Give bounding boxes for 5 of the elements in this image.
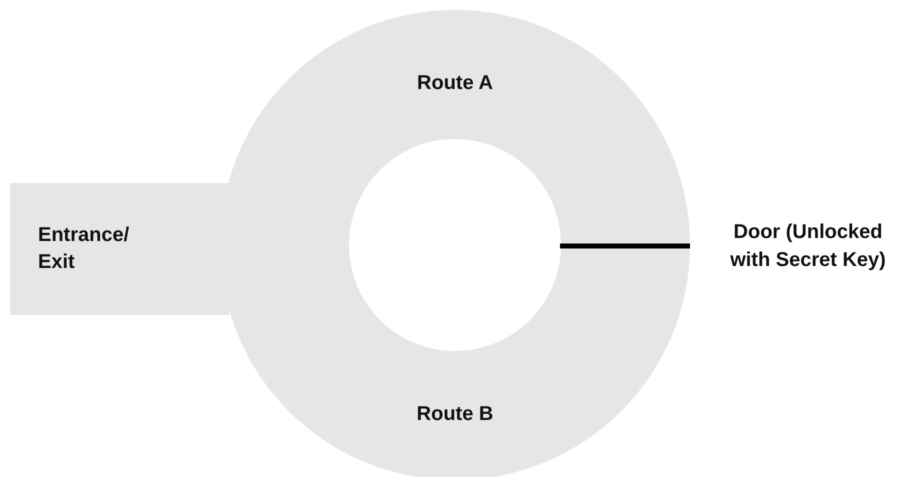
route-label: Route A: [416, 72, 494, 95]
door-label: Door (Unlocked with Secret Key): [729, 220, 887, 273]
entrance-area: [10, 183, 229, 315]
area-label: Entrance/ Exit: [38, 223, 130, 275]
route-label: Route B: [416, 403, 494, 426]
